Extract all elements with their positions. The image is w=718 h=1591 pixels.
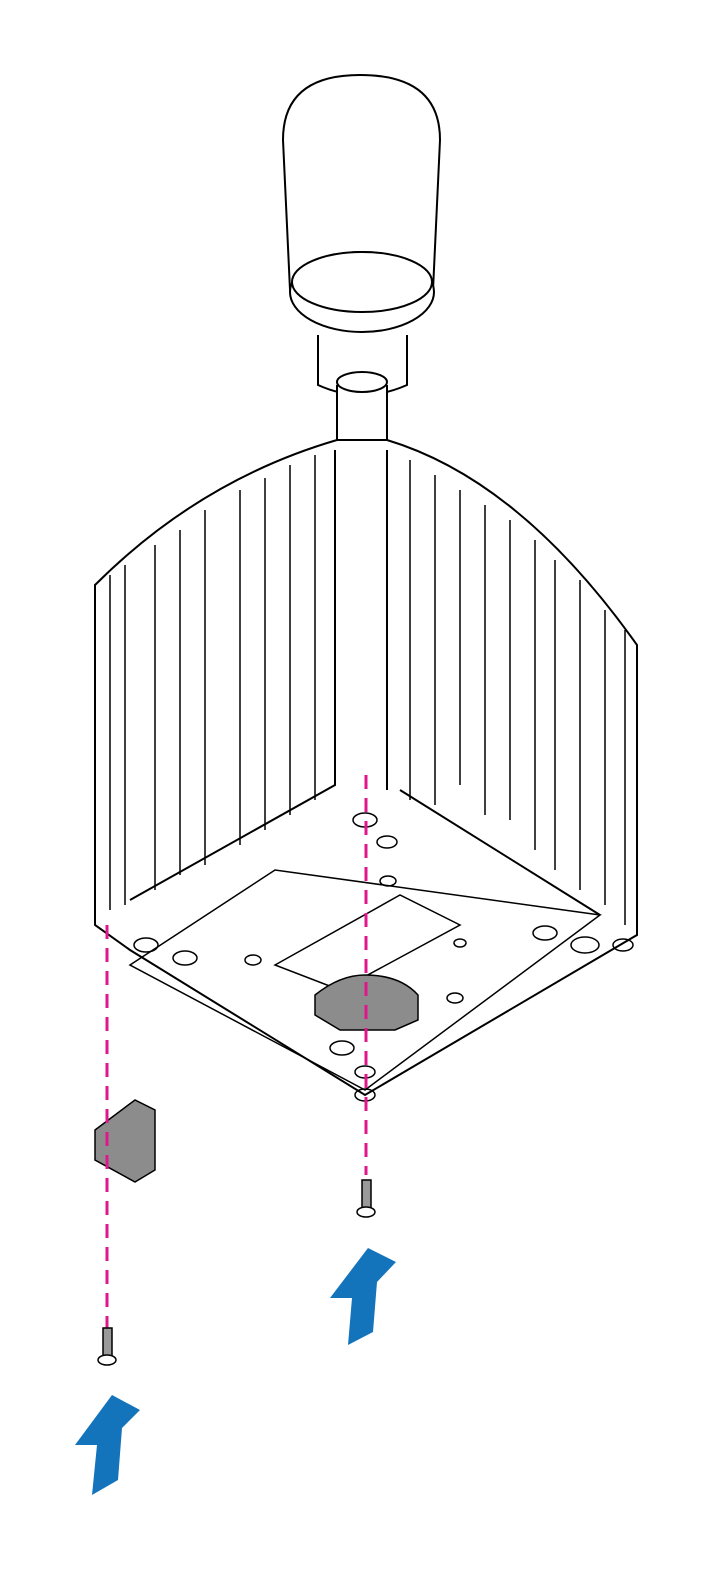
bracket-loose [94,1099,156,1183]
housing [94,439,638,1102]
alignment-guides [105,775,368,1330]
screws [97,1179,376,1366]
label-plate [273,894,462,991]
up-arrow-icon [75,1395,140,1495]
up-arrow-icon [330,1248,396,1345]
sensor-head [281,73,442,441]
cooling-fins [109,455,626,925]
bracket-installed [314,974,419,1031]
